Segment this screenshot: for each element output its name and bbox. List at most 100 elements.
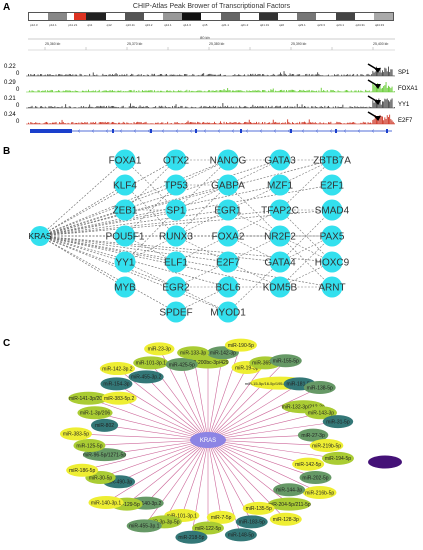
signal-bar bbox=[85, 75, 87, 76]
signal-bar bbox=[236, 75, 238, 76]
signal-bar bbox=[320, 75, 322, 76]
signal-bar bbox=[368, 74, 370, 76]
signal-bar bbox=[263, 106, 265, 108]
signal-bar bbox=[220, 73, 221, 76]
signal-bar bbox=[106, 90, 107, 92]
tf-node-label: OTX2 bbox=[163, 156, 190, 167]
mirna-node-label: miR-1-3p/206 bbox=[80, 411, 111, 417]
signal-bar bbox=[376, 118, 377, 124]
signal-bar bbox=[138, 90, 140, 92]
signal-bar bbox=[353, 122, 355, 124]
strand-arrow-icon bbox=[161, 129, 165, 133]
signal-bar bbox=[360, 90, 362, 92]
signal-bar bbox=[361, 106, 363, 108]
tf-node-circle bbox=[114, 149, 136, 171]
coordinate-label: 25,400 kb bbox=[373, 42, 389, 46]
signal-bar bbox=[370, 122, 371, 124]
signal-bar bbox=[109, 74, 111, 76]
signal-bar bbox=[314, 91, 316, 92]
signal-bar bbox=[164, 105, 166, 108]
signal-bar bbox=[374, 115, 376, 124]
signal-bar bbox=[167, 121, 169, 124]
mirna-node-label: miR-455-3p.2 bbox=[131, 375, 162, 381]
signal-bar bbox=[95, 107, 97, 108]
signal-bar bbox=[348, 75, 350, 76]
signal-bar bbox=[137, 121, 139, 124]
signal-bar bbox=[334, 90, 335, 92]
mirna-node: miR-154-3p bbox=[100, 377, 133, 391]
signal-bar bbox=[166, 90, 167, 92]
signal-bar bbox=[284, 73, 286, 76]
signal-bar bbox=[37, 90, 39, 92]
signal-bar bbox=[258, 122, 260, 124]
signal-bar bbox=[307, 75, 309, 76]
signal-bar bbox=[283, 106, 285, 108]
signal-bar bbox=[52, 122, 53, 124]
tf-node-circle bbox=[269, 199, 291, 221]
signal-bar bbox=[224, 90, 226, 92]
signal-bar bbox=[328, 74, 329, 76]
signal-bar bbox=[210, 123, 212, 124]
signal-bar bbox=[352, 122, 353, 124]
signal-bar bbox=[260, 75, 262, 76]
signal-bar bbox=[240, 106, 242, 108]
chromosome-band bbox=[354, 13, 374, 20]
mirna-edge bbox=[191, 439, 209, 538]
signal-bar bbox=[118, 107, 119, 108]
signal-bar bbox=[230, 106, 232, 108]
signal-bar bbox=[283, 71, 285, 76]
track-zero-yy1: 0 bbox=[16, 103, 20, 109]
tf-edge bbox=[39, 159, 229, 237]
signal-bar bbox=[347, 74, 349, 76]
signal-bar bbox=[245, 121, 247, 124]
signal-bar bbox=[61, 119, 63, 124]
signal-bar bbox=[77, 123, 79, 124]
gene-exon bbox=[290, 129, 292, 133]
mirna-edge bbox=[207, 387, 320, 441]
mirna-node-label: miR-186-5p bbox=[69, 468, 95, 474]
signal-bar bbox=[227, 105, 229, 108]
mirna-node-label: miR-204-5p/211-5p bbox=[268, 502, 311, 508]
signal-bar bbox=[119, 90, 121, 92]
peak-arrow-head-icon bbox=[374, 68, 381, 73]
signal-bar bbox=[352, 74, 353, 76]
signal-bar bbox=[65, 123, 67, 124]
signal-bar bbox=[242, 123, 244, 124]
peak-arrow-head-icon bbox=[374, 100, 381, 105]
signal-bar bbox=[314, 122, 316, 124]
signal-bar bbox=[289, 123, 291, 124]
strand-arrow-icon bbox=[245, 129, 249, 133]
band-label: q24.1 bbox=[336, 23, 345, 27]
chromosome-band bbox=[239, 13, 259, 20]
signal-bar bbox=[146, 74, 148, 76]
signal-bar bbox=[246, 122, 248, 124]
signal-bar bbox=[264, 90, 266, 92]
signal-bar bbox=[316, 74, 317, 76]
signal-bar bbox=[64, 107, 65, 108]
signal-bar bbox=[336, 121, 338, 124]
chromosome-band bbox=[278, 13, 298, 20]
signal-bar bbox=[257, 106, 259, 108]
mirna-node-label: miR-132-3p/212-3p bbox=[282, 405, 325, 411]
signal-bar bbox=[257, 123, 259, 124]
tf-edge bbox=[279, 159, 333, 186]
signal-bar bbox=[374, 71, 376, 76]
mirna-node-label: miR-200bc-3p/429 bbox=[187, 360, 228, 366]
signal-bar bbox=[274, 107, 275, 108]
signal-bar bbox=[162, 91, 164, 92]
signal-bar bbox=[31, 105, 33, 108]
signal-bar bbox=[378, 115, 380, 124]
signal-bar bbox=[76, 90, 77, 92]
signal-bar bbox=[292, 74, 293, 76]
mirna-node-ellipse bbox=[101, 391, 137, 405]
scale-label: 80 kb bbox=[200, 35, 210, 40]
signal-bar bbox=[268, 90, 269, 92]
signal-bar bbox=[341, 74, 343, 76]
signal-bar bbox=[373, 119, 375, 124]
mirna-edge bbox=[207, 352, 224, 441]
signal-bar bbox=[178, 123, 179, 124]
signal-bar bbox=[178, 106, 179, 108]
signal-bar bbox=[251, 91, 253, 92]
signal-bar bbox=[148, 107, 149, 108]
signal-bar bbox=[130, 90, 131, 92]
